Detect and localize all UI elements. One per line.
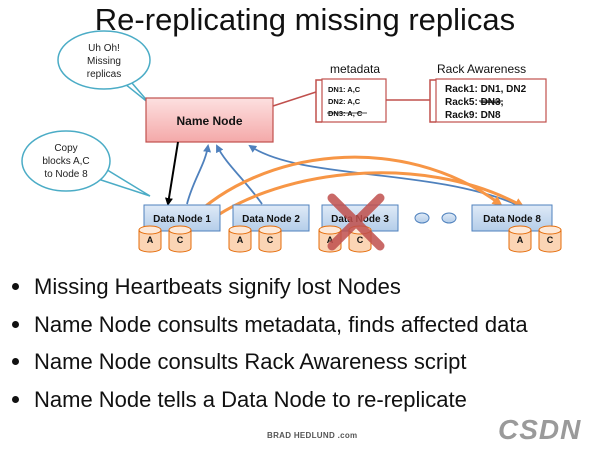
metadata-row: DN1: A,C <box>328 85 361 94</box>
rack-awareness-table: Rack Awareness Rack1: DN1, DN2 Rack5: DN… <box>435 62 547 123</box>
copy-blocks-callout: Copy blocks A,C to Node 8 <box>21 130 151 197</box>
replication-arrow <box>199 171 525 230</box>
failure-x-icon <box>327 193 385 251</box>
bullet-item: Name Node consults metadata, finds affec… <box>8 313 528 352</box>
callout-line: Copy <box>54 143 77 154</box>
heartbeat-arrow-dn1 <box>186 144 212 205</box>
bullet-dot <box>12 358 19 365</box>
rack-row: Rack1: DN1, DN2 <box>445 84 527 95</box>
ellipsis-dot <box>441 212 457 224</box>
callout-line: blocks A,C <box>42 156 89 167</box>
data-node-label: Data Node 8 <box>483 214 541 225</box>
data-nodes: Data Node 1 Data Node 2 Data Node 3 Data… <box>143 204 553 232</box>
block-label: A <box>517 235 524 245</box>
bullet-list: Missing Heartbeats signify lost Nodes Na… <box>8 276 528 426</box>
block-label: C <box>177 235 184 245</box>
block-cylinder: C <box>258 225 282 253</box>
block-cylinder: C <box>538 225 562 253</box>
block-label: A <box>327 235 334 245</box>
bullet-dot <box>12 395 19 403</box>
callout-line: Missing <box>87 56 121 67</box>
slide-title: Re-replicating missing replicas <box>94 2 516 37</box>
callout-line: replicas <box>87 69 121 80</box>
bullet-item: Name Node tells a Data Node to re-replic… <box>8 388 528 427</box>
rack-row: Rack9: DN8 <box>445 110 501 121</box>
rack-awareness-heading: Rack Awareness <box>437 62 526 76</box>
metadata-connector <box>272 79 436 123</box>
bullet-item: Name Node consults Rack Awareness script <box>8 351 528 389</box>
block-cylinder: A <box>228 225 252 253</box>
credit-text: BRAD HEDLUND .com <box>267 431 358 440</box>
rack-row: Rack5: DN3, <box>445 97 504 108</box>
metadata-table: metadata DN1: A,C DN2: A,C DN3: A, C <box>321 62 387 123</box>
data-node-label: Data Node 1 <box>153 214 211 225</box>
block-cylinder: A <box>138 225 162 253</box>
block-label: C <box>267 235 274 245</box>
bullet-dot <box>12 320 19 328</box>
ellipsis-dot <box>414 212 430 224</box>
metadata-row: DN3: A, C <box>328 109 363 118</box>
block-label: C <box>547 235 554 245</box>
replication-arrows <box>188 155 525 230</box>
block-label: A <box>147 235 154 245</box>
metadata-row: DN2: A,C <box>328 97 361 106</box>
block-cylinder: A <box>508 225 532 253</box>
name-node-label: Name Node <box>176 114 242 128</box>
block-label: C <box>357 235 364 245</box>
metadata-heading: metadata <box>330 62 380 76</box>
watermark-logo: CSDN <box>498 414 582 445</box>
replication-arrow <box>188 155 503 222</box>
heartbeat-arrow-dn2 <box>216 144 263 205</box>
callout-line: to Node 8 <box>44 169 88 180</box>
callout-line: Uh Oh! <box>88 43 120 54</box>
command-arrow <box>165 141 179 206</box>
block-cylinder: C <box>168 225 192 253</box>
bullet-dot <box>12 283 19 290</box>
bullet-item: Missing Heartbeats signify lost Nodes <box>8 276 528 314</box>
data-node-label: Data Node 2 <box>242 214 300 225</box>
missing-replicas-callout: Uh Oh! Missing replicas <box>57 30 151 105</box>
name-node: Name Node <box>145 97 274 143</box>
block-label: A <box>237 235 244 245</box>
